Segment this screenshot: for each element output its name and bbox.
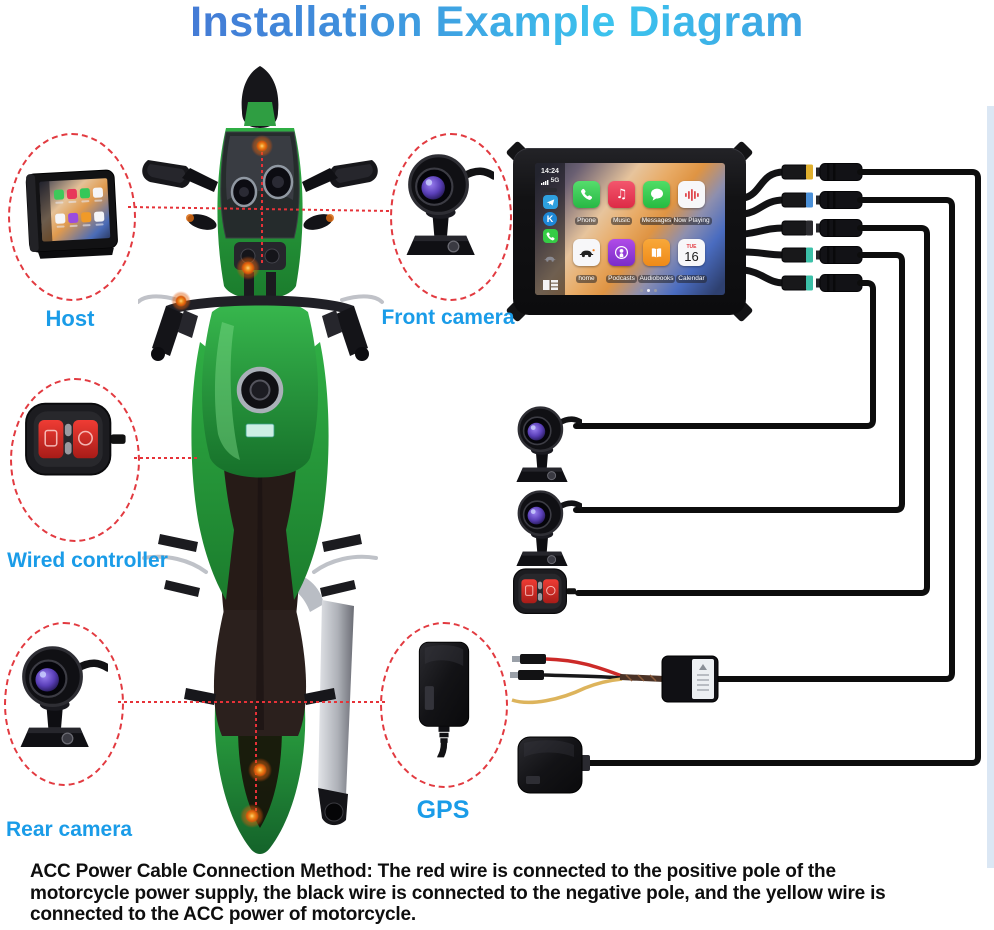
app-audiobooks: Audiobooks <box>637 239 676 283</box>
wire-to-power-adapter <box>715 197 955 682</box>
wired-controller-callout-circle <box>10 378 140 542</box>
dashboard-toggle-icon <box>542 277 558 295</box>
car-mode-icon <box>543 250 557 268</box>
connector-teal-2 <box>781 274 863 292</box>
front-camera-label: Front camera <box>381 306 515 329</box>
app-music: ♫ Music <box>608 181 635 225</box>
app-home: home <box>573 239 600 283</box>
status-signal: 5G <box>540 177 560 185</box>
car-icon <box>579 248 595 257</box>
wire-to-camera-1 <box>573 280 876 429</box>
cable-connectors <box>781 163 863 292</box>
app-podcasts: Podcasts <box>606 239 637 283</box>
app-now-playing: Now Playing <box>671 181 712 225</box>
wire-to-controller <box>575 225 930 596</box>
acc-power-cable <box>510 654 719 705</box>
host-callout-circle <box>8 133 136 301</box>
wired-controller-label: Wired controller <box>7 549 168 572</box>
rear-camera-label: Rear camera <box>6 818 133 841</box>
page-title: Installation Example Diagram <box>0 0 994 47</box>
wired-controller-unit <box>510 564 576 622</box>
home-indicator <box>572 289 725 292</box>
cable-runs <box>573 169 981 766</box>
front-camera-callout-circle <box>390 133 512 301</box>
phone-icon <box>581 188 593 200</box>
connector-teal-1 <box>781 246 863 264</box>
mounting-point-dots <box>171 135 273 828</box>
connector-yellow <box>781 163 863 181</box>
gps-module <box>517 736 590 794</box>
acc-power-note: ACC Power Cable Connection Method: The r… <box>30 861 886 926</box>
calendar-day: 16 <box>684 249 699 264</box>
app-messages: Messages <box>639 181 674 225</box>
signal-bars-icon <box>540 179 549 185</box>
k-app-icon: K <box>543 212 558 227</box>
carplay-screen: 14:24 5G K <box>535 163 725 295</box>
app-grid: Phone ♫ Music Messages Now Playing <box>572 163 725 295</box>
camera-1 <box>510 402 582 490</box>
yellow-wire <box>511 677 623 705</box>
podcasts-icon <box>614 245 629 260</box>
telegram-icon <box>542 195 558 210</box>
red-wire <box>545 657 623 678</box>
now-playing-icon <box>685 188 699 201</box>
messages-icon <box>650 188 663 201</box>
connector-blue <box>781 191 863 209</box>
book-icon <box>651 247 662 258</box>
gps-callout-circle <box>380 622 508 788</box>
page-edge-strip <box>987 106 994 868</box>
wire-to-gps <box>585 169 981 766</box>
black-wire <box>543 673 623 680</box>
connector-black <box>781 219 863 237</box>
motorcycle-illustration <box>138 66 384 854</box>
calendar-weekday: TUE <box>686 244 697 250</box>
rear-camera-callout-circle <box>4 622 124 786</box>
carplay-sidebar: 14:24 5G K <box>535 163 565 295</box>
app-calendar: TUE 16 Calendar <box>676 239 707 283</box>
display-lead-wires <box>740 168 788 287</box>
whatsapp-icon <box>542 229 558 243</box>
host-label: Host <box>45 306 95 331</box>
status-network: 5G <box>550 177 560 184</box>
gps-label: GPS <box>416 796 470 824</box>
app-phone: Phone <box>573 181 600 225</box>
camera-2 <box>510 486 582 574</box>
status-time: 14:24 <box>541 168 559 175</box>
carplay-display: 14:24 5G K <box>505 140 754 323</box>
music-icon: ♫ <box>615 187 628 202</box>
wire-to-camera-2 <box>573 252 905 513</box>
status-pill <box>543 187 557 193</box>
dashed-guide-lines <box>118 146 391 814</box>
